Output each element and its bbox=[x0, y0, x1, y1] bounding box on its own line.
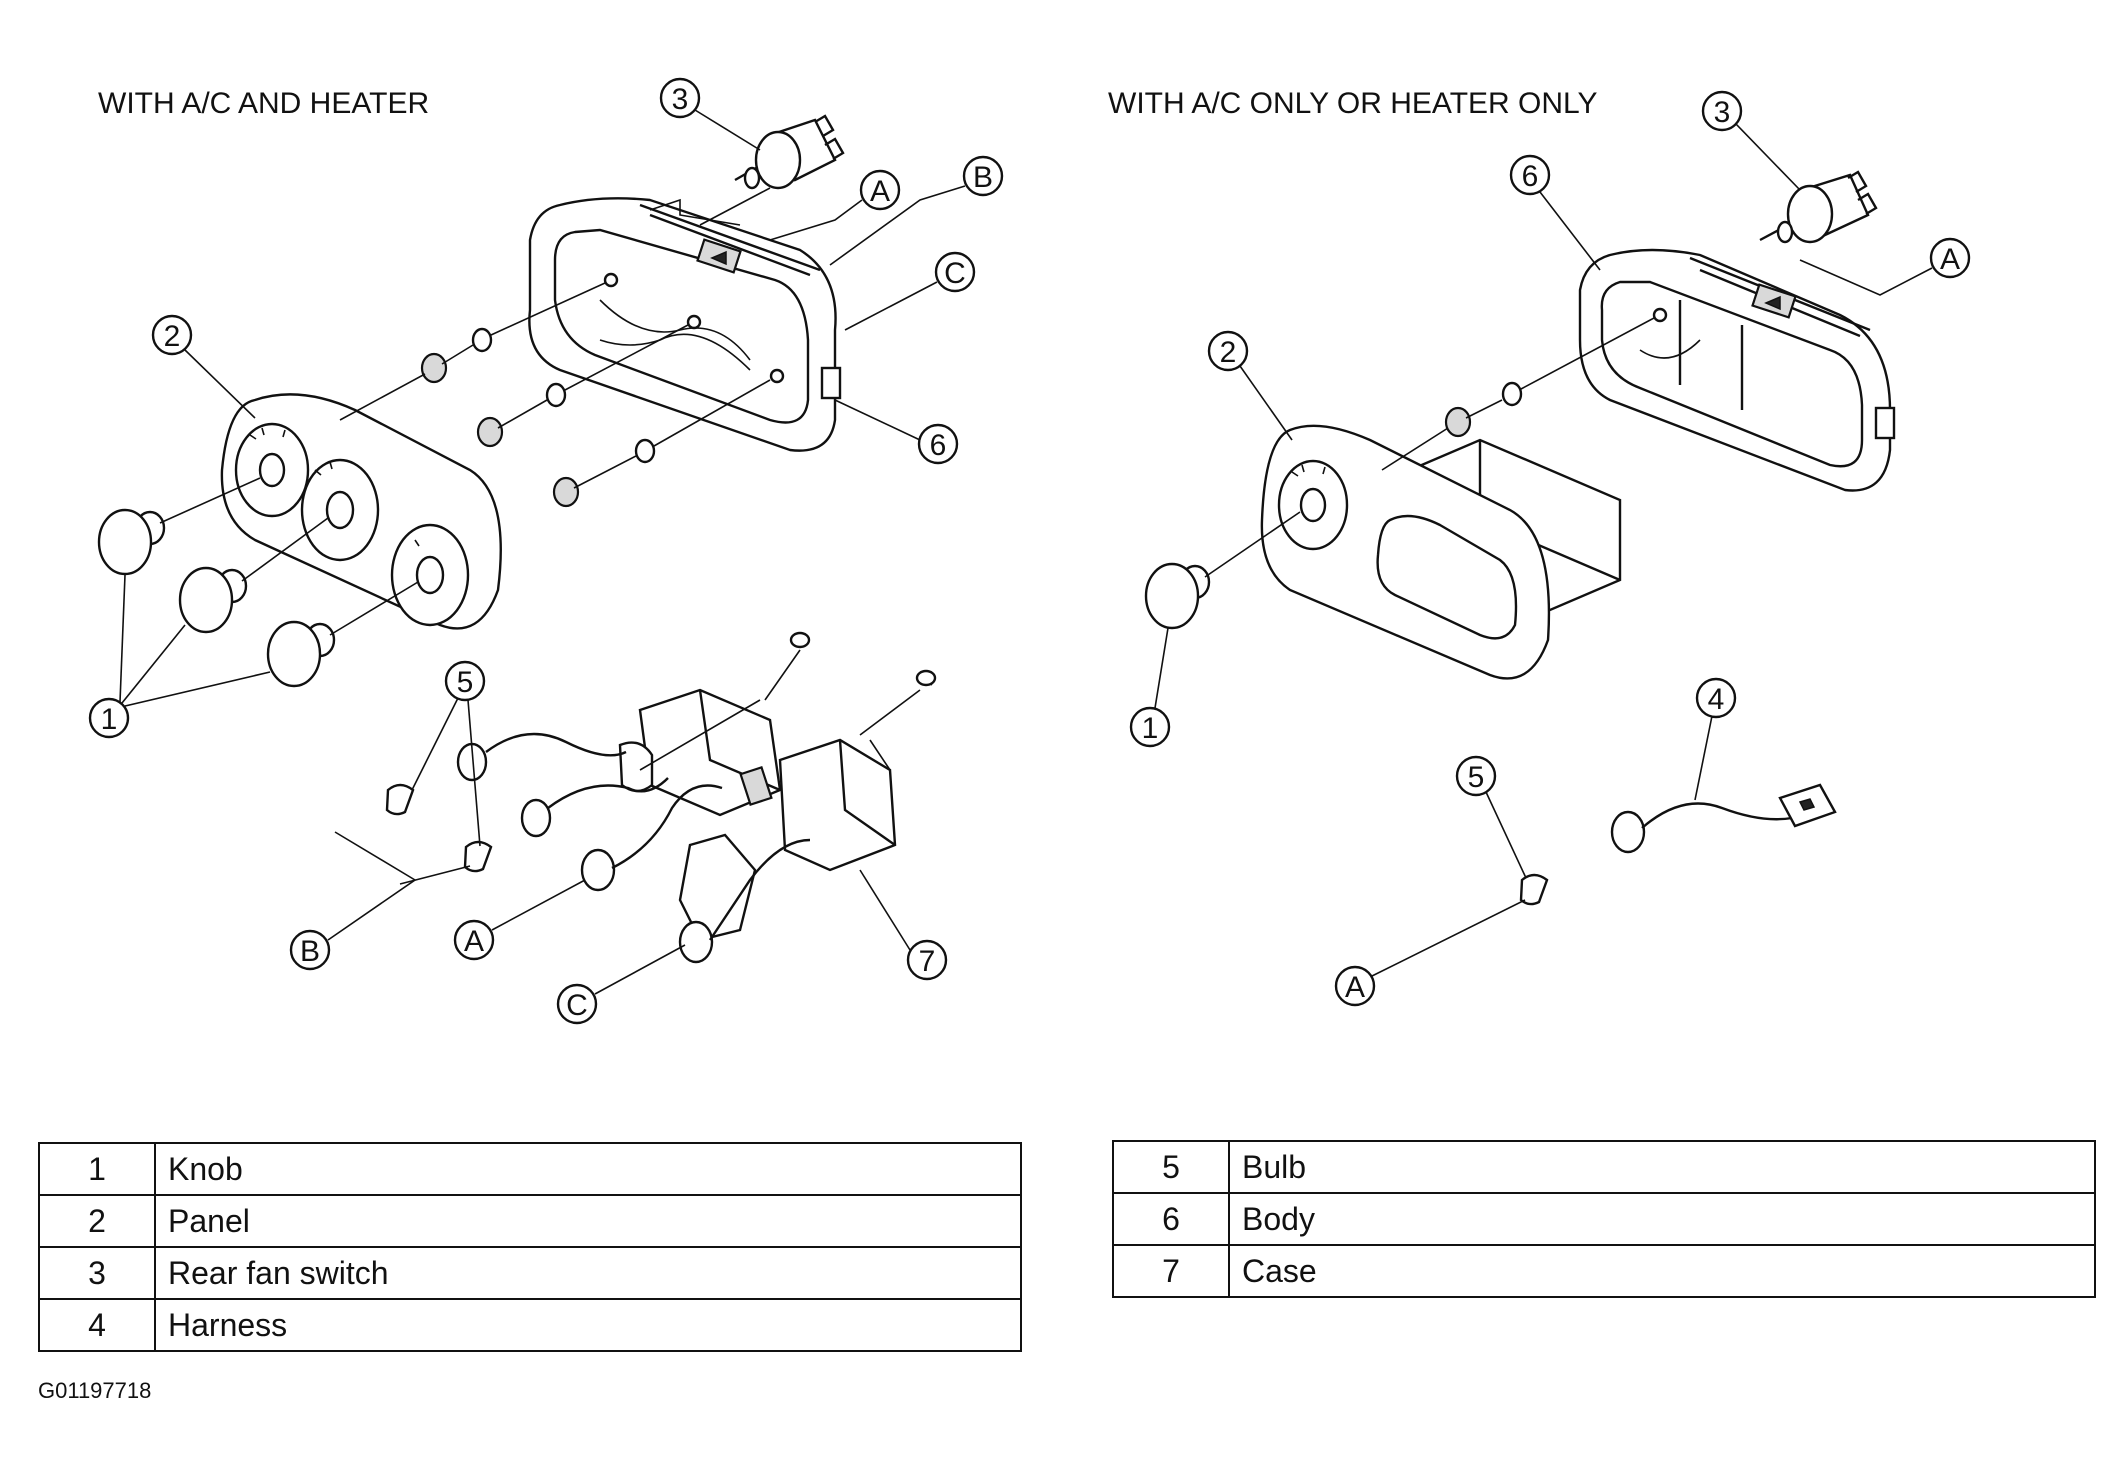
callout-1: 1 bbox=[101, 703, 118, 736]
callout-c-lower: C bbox=[566, 989, 588, 1022]
callout-5-right: 5 bbox=[1468, 761, 1485, 794]
legend-row: 4 Harness bbox=[38, 1298, 1022, 1352]
legend-row: 3 Rear fan switch bbox=[38, 1246, 1022, 1300]
bulb-part-right bbox=[1519, 873, 1549, 906]
callout-1-right: 1 bbox=[1142, 712, 1159, 745]
callout-c: C bbox=[944, 257, 966, 290]
nuts-and-washers bbox=[420, 327, 656, 508]
legend-number: 6 bbox=[1112, 1192, 1230, 1246]
assembly-lines-right bbox=[1204, 317, 1655, 578]
panel-part bbox=[220, 393, 502, 630]
harness-part bbox=[1610, 783, 1837, 854]
body-part bbox=[528, 197, 842, 452]
legend-row: 7 Case bbox=[1112, 1244, 2096, 1298]
knob-part-right bbox=[1144, 562, 1211, 630]
right-callouts bbox=[1129, 90, 1971, 1007]
legend-table-left: 1 Knob 2 Panel 3 Rear fan switch 4 Harne… bbox=[38, 1142, 1022, 1352]
legend-number: 2 bbox=[38, 1194, 156, 1248]
callout-a-lower: A bbox=[464, 925, 484, 958]
legend-row: 5 Bulb bbox=[1112, 1140, 2096, 1194]
legend-row: 1 Knob bbox=[38, 1142, 1022, 1196]
rear-fan-switch-part-right bbox=[1759, 170, 1878, 244]
nut-and-washer-right bbox=[1444, 381, 1523, 438]
legend-number: 1 bbox=[38, 1142, 156, 1196]
legend-label: Case bbox=[1228, 1244, 2096, 1298]
bulb-parts bbox=[385, 783, 493, 873]
left-callout-labels: 3 A B C 2 6 1 5 B A 7 C bbox=[101, 83, 993, 1022]
body-part-right bbox=[1578, 248, 1896, 492]
knob-parts bbox=[97, 508, 336, 688]
callout-a: A bbox=[870, 175, 890, 208]
case-part bbox=[456, 631, 937, 964]
figure-id: G01197718 bbox=[38, 1378, 152, 1403]
heading-ac-only-or-heater-only: WITH A/C ONLY OR HEATER ONLY bbox=[1108, 87, 1598, 120]
callout-a-lower-right: A bbox=[1345, 971, 1365, 1004]
right-assembly: 3 6 A 2 1 4 5 A bbox=[1129, 90, 1971, 1007]
left-callouts bbox=[88, 77, 1004, 1025]
callout-2: 2 bbox=[164, 320, 181, 353]
rear-fan-switch-part bbox=[734, 114, 845, 190]
legend-label: Rear fan switch bbox=[154, 1246, 1022, 1300]
legend-label: Harness bbox=[154, 1298, 1022, 1352]
legend-label: Bulb bbox=[1228, 1140, 2096, 1194]
callout-a-right: A bbox=[1940, 243, 1960, 276]
legend-label: Panel bbox=[154, 1194, 1022, 1248]
callout-3-right: 3 bbox=[1714, 96, 1731, 129]
callout-7: 7 bbox=[919, 945, 936, 978]
callout-b: B bbox=[973, 161, 993, 194]
legend-table-right: 5 Bulb 6 Body 7 Case bbox=[1112, 1140, 2096, 1298]
legend-label: Knob bbox=[154, 1142, 1022, 1196]
assembly-lines bbox=[159, 187, 771, 636]
legend-number: 5 bbox=[1112, 1140, 1230, 1194]
legend-row: 6 Body bbox=[1112, 1192, 2096, 1246]
callout-4-right: 4 bbox=[1708, 683, 1725, 716]
callout-3: 3 bbox=[672, 83, 689, 116]
heading-ac-and-heater: WITH A/C AND HEATER bbox=[98, 87, 429, 120]
panel-part-right bbox=[1260, 424, 1622, 680]
legend-number: 4 bbox=[38, 1298, 156, 1352]
legend-row: 2 Panel bbox=[38, 1194, 1022, 1248]
callout-6-right: 6 bbox=[1522, 160, 1539, 193]
callout-2-right: 2 bbox=[1220, 336, 1237, 369]
right-callout-labels: 3 6 A 2 1 4 5 A bbox=[1142, 96, 1960, 1004]
legend-number: 3 bbox=[38, 1246, 156, 1300]
callout-b-lower: B bbox=[300, 935, 320, 968]
left-assembly: 3 A B C 2 6 1 5 B A 7 C bbox=[88, 77, 1004, 1025]
legend-number: 7 bbox=[1112, 1244, 1230, 1298]
callout-5: 5 bbox=[457, 666, 474, 699]
legend-label: Body bbox=[1228, 1192, 2096, 1246]
callout-6: 6 bbox=[930, 429, 947, 462]
